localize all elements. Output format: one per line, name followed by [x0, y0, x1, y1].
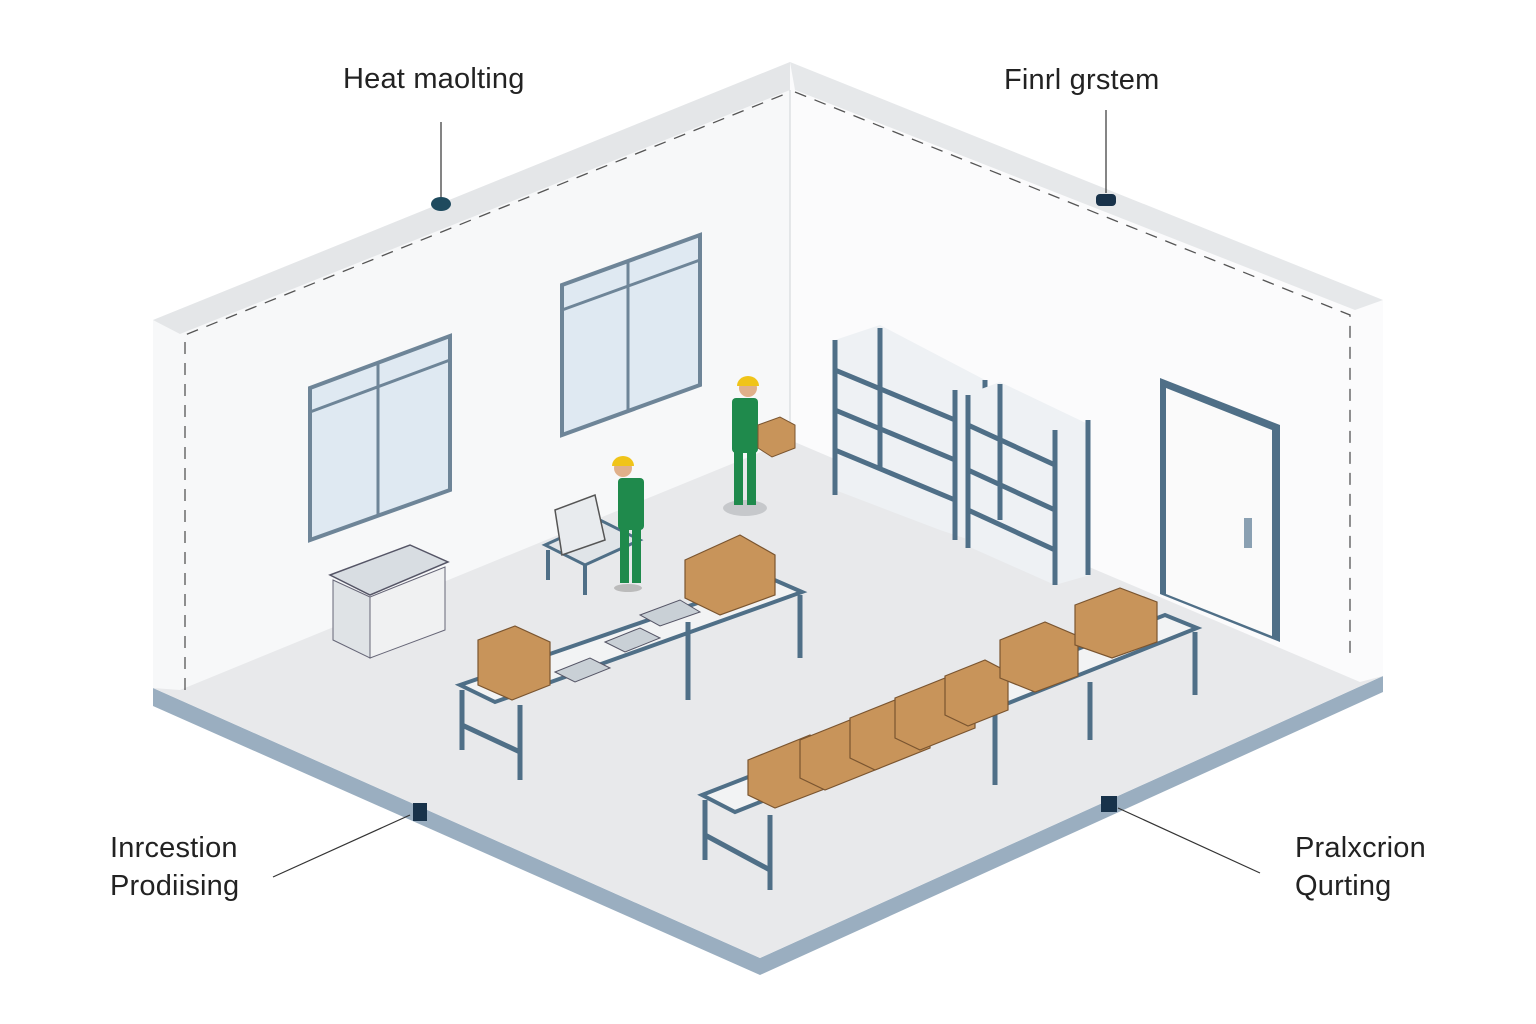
sensor-marker-heat: [431, 197, 451, 211]
door: [1160, 378, 1280, 642]
worker-2: [723, 376, 796, 516]
label-production-line1: Pralxcrion: [1295, 832, 1426, 864]
box-row: [747, 587, 1158, 809]
label-heat-monitoring: Heat maolting: [343, 63, 525, 95]
sensor-marker-inspection: [413, 803, 427, 821]
window-right: [560, 232, 702, 438]
sensor-marker-production: [1101, 796, 1117, 812]
dashed-boundary-right: [794, 91, 1351, 660]
left-wall-top: [153, 62, 790, 334]
label-inspection-line2: Prodiising: [110, 870, 240, 902]
worker-1: [612, 456, 644, 592]
work-table-left: [454, 534, 808, 780]
label-production-line2: Qurting: [1295, 870, 1392, 902]
window-left: [308, 333, 452, 543]
label-inspection-line1: Inrcestion: [110, 832, 238, 864]
box: [477, 534, 776, 701]
shelving-unit-1: [832, 325, 988, 545]
label-final-system: Finrl grstem: [1004, 64, 1160, 96]
right-wall-top: [790, 62, 1383, 310]
shelving-unit-2: [965, 382, 1091, 585]
workstation-cabinet: [328, 544, 450, 659]
work-table-right: [697, 587, 1203, 890]
machine: [541, 493, 644, 595]
sensor-marker-final: [1096, 194, 1116, 206]
callout-lines: [272, 110, 1261, 878]
